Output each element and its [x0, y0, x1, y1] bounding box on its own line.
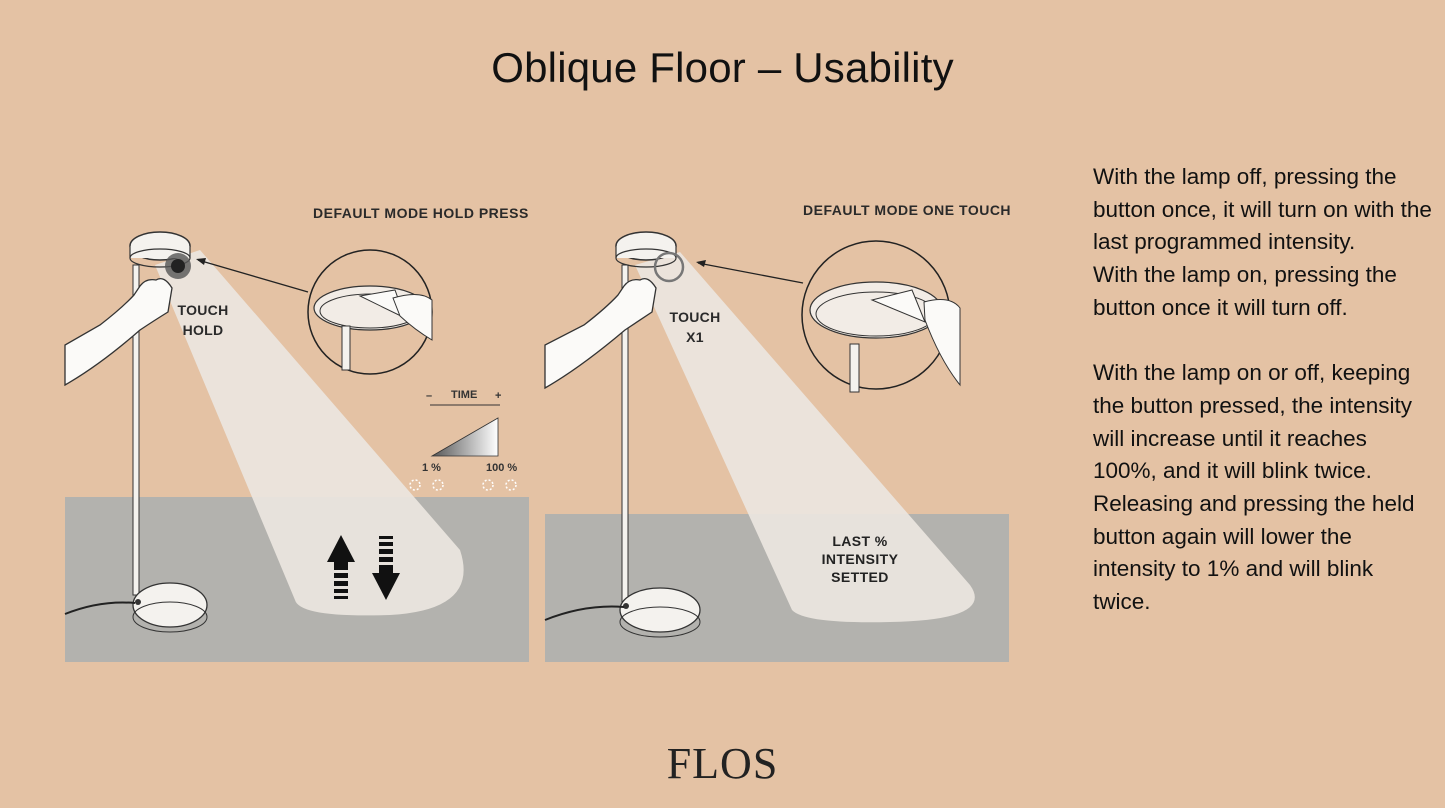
usability-description: With the lamp off, pressing the button o… — [1093, 161, 1433, 619]
time-label: TIME — [451, 389, 478, 401]
description-paragraph-2: With the lamp on, pressing the button on… — [1093, 262, 1397, 320]
description-paragraph-3: With the lamp on or off, keeping the but… — [1093, 360, 1415, 615]
hold-press-illustration — [60, 190, 540, 670]
one-touch-illustration — [540, 190, 1020, 670]
light-beam — [635, 252, 975, 623]
hold-press-drawing — [64, 231, 529, 662]
hand-drawing — [544, 277, 657, 390]
up-arrow-icon — [327, 535, 355, 599]
hold-press-caption: DEFAULT MODE HOLD PRESS — [313, 205, 529, 221]
one-touch-caption: DEFAULT MODE ONE TOUCH — [803, 202, 1012, 218]
intensity-line2: INTENSITY — [821, 551, 899, 567]
time-plus-label: + — [495, 390, 502, 402]
touch-hold-label: TOUCH HOLD — [170, 300, 236, 340]
hand-drawing — [64, 277, 173, 387]
touch-label-line2: HOLD — [182, 322, 224, 338]
power-cable — [64, 601, 136, 615]
touch-label-line1: TOUCH — [669, 309, 721, 325]
down-arrow-icon — [372, 536, 400, 600]
page-title: Oblique Floor – Usability — [491, 44, 954, 91]
intensity-line3: SETTED — [831, 569, 889, 585]
one-touch-drawing — [544, 231, 1009, 662]
max-intensity-label: 100 % — [486, 462, 518, 474]
intensity-line1: LAST % — [832, 533, 888, 549]
touch-label-line1: TOUCH — [177, 302, 229, 318]
intensity-ramp — [430, 417, 499, 457]
min-intensity-label: 1 % — [422, 462, 441, 474]
power-cable — [544, 605, 625, 621]
blink-icons — [409, 479, 517, 491]
touch-point — [653, 251, 685, 283]
touch-label-line2: X1 — [686, 329, 704, 345]
light-beam — [155, 250, 464, 616]
touch-x1-label: TOUCH X1 — [662, 307, 728, 347]
time-minus-label: – — [426, 390, 433, 402]
last-intensity-label: LAST % INTENSITY SETTED — [805, 532, 915, 586]
flos-logo: FLOS — [666, 739, 779, 788]
description-paragraph-1: With the lamp off, pressing the button o… — [1093, 164, 1432, 255]
